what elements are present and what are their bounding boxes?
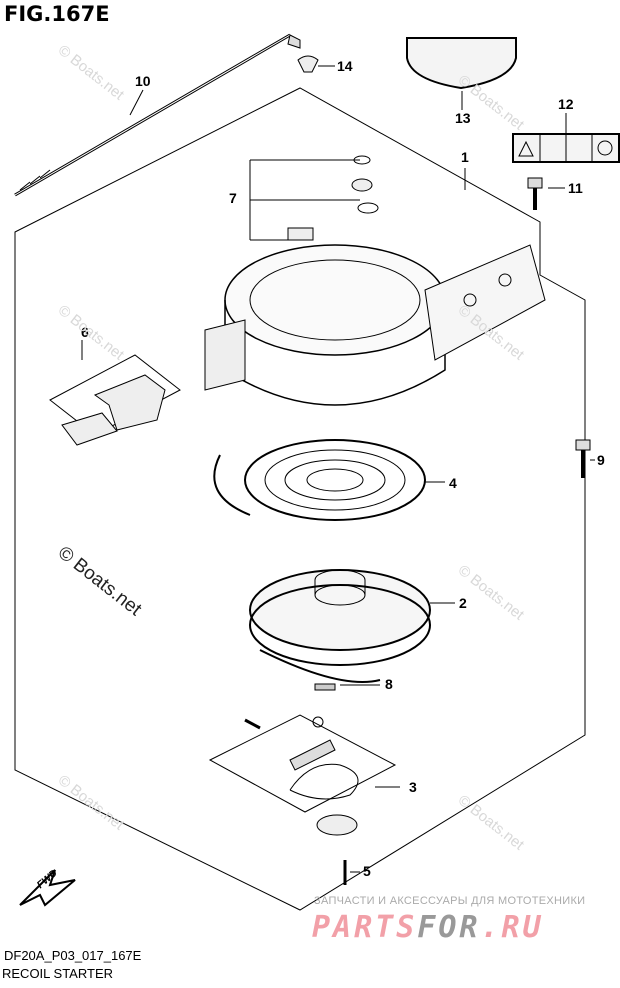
assembly-outline [14, 87, 586, 911]
callout-4: 4 [449, 475, 457, 491]
callout-2: 2 [459, 595, 467, 611]
reel-part-2 [249, 569, 455, 666]
clip-part-14 [297, 55, 335, 73]
callout-1: 1 [461, 149, 469, 165]
warning-label-12 [512, 113, 620, 163]
figure-code: DF20A_P03_017_167E [4, 948, 142, 963]
banner-tagline: ЗАПЧАСТИ И АКСЕССУАРЫ ДЛЯ МОТОТЕХНИКИ [314, 895, 586, 907]
brand-logo: PARTSFOR.RU [312, 910, 544, 945]
figure-title: FIG.167E [4, 2, 110, 26]
callout-14: 14 [337, 58, 353, 74]
bolt-part-9 [575, 439, 595, 478]
fwd-arrow-icon [19, 869, 76, 907]
callout-9: 9 [597, 452, 605, 468]
cable-part-10 [14, 33, 301, 197]
callout-7: 7 [229, 190, 237, 206]
warning-label-13 [406, 37, 517, 110]
callout-6: 6 [81, 324, 89, 340]
callout-8: 8 [385, 676, 393, 692]
bracket-part-7 [249, 155, 379, 241]
callout-3: 3 [409, 779, 417, 795]
callout-13: 13 [455, 110, 471, 126]
callout-11: 11 [568, 180, 583, 196]
rope-part-8 [259, 649, 381, 691]
callout-10: 10 [135, 73, 151, 89]
figure-subtitle: RECOIL STARTER [2, 966, 114, 981]
starter-housing-part-1 [204, 244, 546, 406]
callout-5: 5 [363, 863, 371, 879]
recoil-spring-part-4 [213, 439, 445, 521]
screw-part-5 [343, 860, 360, 885]
callout-12: 12 [558, 96, 574, 112]
ratchet-set-part-3 [208, 714, 400, 836]
starter-grip-part-6 [49, 354, 181, 446]
bolt-part-11 [527, 177, 565, 210]
